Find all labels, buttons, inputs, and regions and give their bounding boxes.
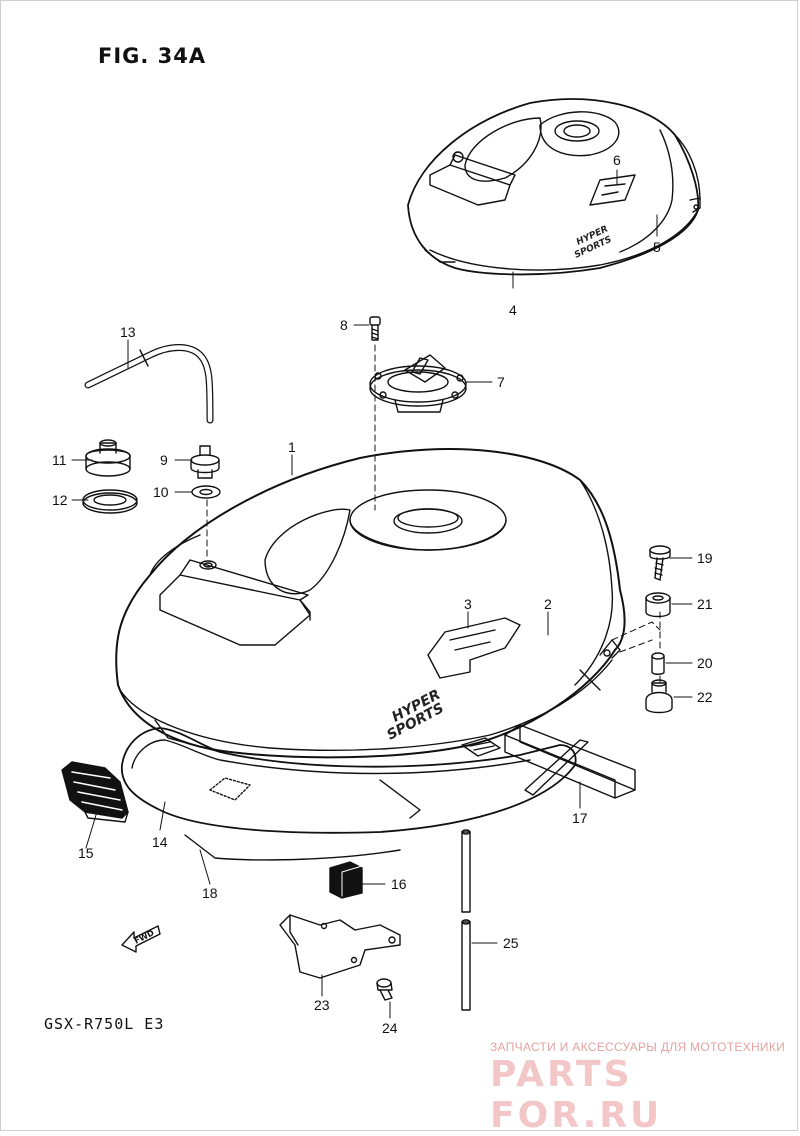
callout-8: 8 xyxy=(340,317,348,333)
collar-part-20 xyxy=(651,652,665,675)
callout-6: 6 xyxy=(613,152,621,168)
watermark-brand: PARTS FOR.RU xyxy=(490,1054,663,1136)
callout-2: 2 xyxy=(544,596,552,612)
callout-10: 10 xyxy=(153,484,169,500)
callout-9: 9 xyxy=(160,452,168,468)
watermark-tagline: ЗАПЧАСТИ И АКСЕССУАРЫ ДЛЯ МОТОТЕХНИКИ xyxy=(490,1040,786,1054)
callout-12: 12 xyxy=(52,492,68,508)
bottom-panel-part-18 xyxy=(184,834,401,861)
bolt-part-19 xyxy=(649,545,671,581)
screw-part-8 xyxy=(369,316,381,341)
damper-part-22 xyxy=(645,679,673,714)
breather-hose-part-13 xyxy=(84,344,214,424)
callout-13: 13 xyxy=(120,324,136,340)
washer-part-12 xyxy=(82,489,138,514)
callout-1: 1 xyxy=(288,439,296,455)
callout-22: 22 xyxy=(697,689,713,705)
callout-numbers: 1 2 3 4 5 6 7 8 9 10 11 12 13 14 15 16 1… xyxy=(52,152,713,1036)
callout-15: 15 xyxy=(78,845,94,861)
callout-19: 19 xyxy=(697,550,713,566)
hose-part-25 xyxy=(461,829,471,1011)
bolt-part-24 xyxy=(376,978,393,1001)
fwd-arrow-icon: FWD xyxy=(121,925,161,953)
callout-7: 7 xyxy=(497,374,505,390)
callout-4: 4 xyxy=(509,302,517,318)
callout-16: 16 xyxy=(391,876,407,892)
callout-5: 5 xyxy=(653,239,661,255)
callout-14: 14 xyxy=(152,834,168,850)
cushion-part-16 xyxy=(329,861,363,899)
grommet-part-21 xyxy=(645,592,671,618)
support-bracket-part-17 xyxy=(504,724,636,799)
fwd-label: FWD xyxy=(133,928,156,946)
bolt-part-9 xyxy=(190,445,220,479)
model-code: GSX-R750L E3 xyxy=(44,1015,165,1033)
callout-20: 20 xyxy=(697,655,713,671)
callout-23: 23 xyxy=(314,997,330,1013)
callout-17: 17 xyxy=(572,810,588,826)
leader-lines xyxy=(71,169,693,1019)
callout-21: 21 xyxy=(697,596,713,612)
rubber-pad-part-15 xyxy=(61,761,129,823)
callout-24: 24 xyxy=(382,1020,398,1036)
figure-title: FIG. 34A xyxy=(98,44,207,68)
callout-11: 11 xyxy=(52,452,67,468)
washer-part-10 xyxy=(191,485,221,499)
assembly-lines xyxy=(206,344,661,687)
bottom-cover-part-14 xyxy=(121,719,577,834)
plug-part-11 xyxy=(85,439,131,477)
callout-25: 25 xyxy=(503,935,519,951)
bracket-part-23 xyxy=(279,914,401,979)
fuel-cap-part-7 xyxy=(369,354,467,413)
callout-3: 3 xyxy=(464,596,472,612)
callout-18: 18 xyxy=(202,885,218,901)
